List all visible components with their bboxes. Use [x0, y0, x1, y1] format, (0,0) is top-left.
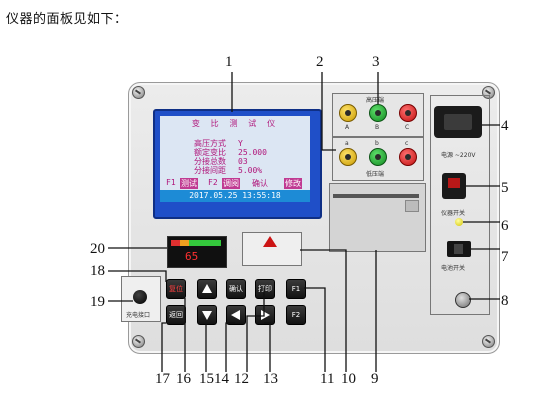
indicator-led [455, 218, 463, 226]
screw-icon [482, 335, 495, 348]
callout-leader-line [161, 322, 166, 372]
power-label: 电源 ~220V [441, 152, 476, 159]
lcd-softkey-label: 修改 [284, 178, 302, 189]
callout-number: 4 [501, 118, 509, 134]
callout-number: 12 [234, 371, 249, 387]
socket-c-low[interactable] [399, 148, 417, 166]
callout-number: 11 [320, 371, 334, 387]
callout-leader-line [300, 249, 347, 372]
callout-leader-line [264, 322, 271, 372]
high-voltage-label: 高压端 [366, 97, 385, 104]
reset-button[interactable]: 复位 [166, 279, 186, 299]
charging-socket-label: 充电接口 [126, 312, 151, 319]
callout-number: 3 [372, 54, 380, 70]
socket-b-low[interactable] [369, 148, 387, 166]
battery-meter-digits: 65 [185, 250, 199, 263]
lcd-softkey-label: F1 [166, 178, 176, 187]
callout-number: 13 [263, 371, 278, 387]
callout-number: 7 [501, 249, 509, 265]
arrow-up-icon [202, 284, 212, 293]
socket-letter: a [345, 140, 349, 147]
confirm-button[interactable]: 确认 [226, 279, 246, 299]
callout-number: 8 [501, 293, 509, 309]
arrow-right-icon [261, 310, 270, 320]
battery-switch[interactable] [447, 241, 471, 257]
socket-a-high[interactable] [339, 104, 357, 122]
callout-number: 1 [225, 54, 233, 70]
callout-leaders [108, 72, 500, 372]
callout-number: 15 [199, 371, 214, 387]
lcd-softkey-label: 确认 [252, 179, 268, 188]
callout-number: 18 [90, 263, 105, 279]
screw-icon [132, 335, 145, 348]
callout-number: 19 [90, 294, 105, 310]
lcd-datetime: 2017.05.25 13:55:18 [160, 190, 310, 202]
callout-number: 20 [90, 241, 105, 257]
callout-number: 5 [501, 180, 509, 196]
callout-number: 17 [155, 371, 171, 387]
callout-leader-line [225, 322, 235, 372]
callout-number: 16 [176, 371, 192, 387]
lcd-softkey-label: 调阅 [222, 178, 240, 189]
lcd-softkey-label: 测试 [180, 178, 198, 189]
socket-letter: c [405, 140, 409, 147]
warning-icon [263, 236, 277, 247]
battery-switch-label: 电池开关 [441, 265, 466, 272]
socket-a-low[interactable] [339, 148, 357, 166]
socket-letter: B [375, 124, 380, 131]
charging-socket[interactable] [133, 290, 147, 304]
socket-b-high[interactable] [369, 104, 387, 122]
power-switch-label: 仪器开关 [441, 210, 466, 217]
f1-button[interactable]: F1 [286, 279, 306, 299]
right-button[interactable] [255, 305, 275, 325]
low-voltage-label: 低压端 [366, 171, 385, 178]
callout-leader-line [108, 270, 167, 282]
socket-letter: b [375, 140, 379, 147]
socket-c-high[interactable] [399, 104, 417, 122]
print-button[interactable]: 打印 [255, 279, 275, 299]
power-section [430, 95, 490, 315]
arrow-down-icon [202, 311, 212, 320]
callout-leader-line [246, 288, 265, 372]
printer-paper-slot [333, 194, 419, 198]
socket-letter: A [345, 124, 350, 131]
callout-number: 2 [316, 54, 324, 70]
down-button[interactable] [197, 305, 217, 325]
arrow-left-icon [231, 310, 240, 320]
callout-number: 6 [501, 218, 509, 234]
power-inlet[interactable] [434, 106, 482, 138]
lcd-softkey-label: F2 [208, 178, 218, 187]
power-switch[interactable] [442, 173, 466, 199]
callout-leader-line [304, 287, 326, 372]
callout-number: 14 [214, 371, 230, 387]
callout-number: 9 [371, 371, 379, 387]
caption-text: 仪器的面板见如下： [6, 12, 128, 27]
f2-button[interactable]: F2 [286, 305, 306, 325]
socket-letter: C [405, 124, 410, 131]
battery-level-bars [171, 240, 221, 246]
up-button[interactable] [197, 279, 217, 299]
printer-latch[interactable] [405, 200, 419, 212]
ground-terminal[interactable] [455, 292, 471, 308]
callout-number: 10 [341, 371, 356, 387]
lcd-title: 变 比 测 试 仪 [191, 119, 279, 128]
callout-leader-line [321, 72, 336, 151]
left-button[interactable] [226, 305, 246, 325]
screw-icon [132, 86, 145, 99]
lcd-function-bar: F1 测试 F2 调阅 确认 修改 [160, 178, 310, 189]
